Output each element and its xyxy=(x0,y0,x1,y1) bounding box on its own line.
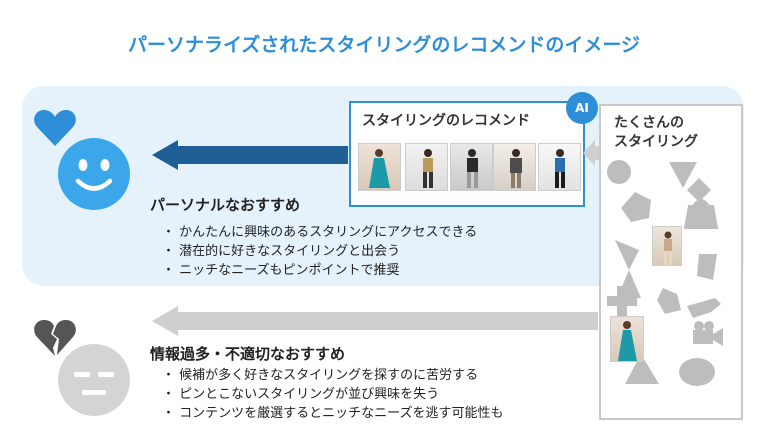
triangle-shape xyxy=(625,354,659,384)
positive-heading: パーソナルなおすすめ xyxy=(150,196,301,214)
recommendation-title: スタイリングのレコメンド xyxy=(362,113,530,129)
triangle-shape xyxy=(615,240,639,270)
negative-bullet: ・ ピンとこないスタイリングが並び興味を失う xyxy=(162,387,440,402)
hexagon-shape xyxy=(657,288,681,314)
negative-bullet: ・ コンテンツを厳選するとニッチなニーズを逃す可能性も xyxy=(162,406,504,421)
circle-shape xyxy=(607,160,631,184)
shoe-icon xyxy=(687,298,721,318)
ai-badge: AI xyxy=(566,92,598,124)
many-stylings-title: たくさんの スタイリング xyxy=(614,115,698,150)
positive-bullet: ・ 潜在的に好きなスタイリングと出会う xyxy=(162,244,401,259)
pentagon-shape xyxy=(621,192,651,222)
outfit-photo[interactable] xyxy=(405,143,448,191)
triangle-shape xyxy=(669,162,697,188)
happy-face-icon xyxy=(58,138,130,210)
outfit-photo[interactable] xyxy=(358,143,401,191)
negative-heading: 情報過多・不適切なおすすめ xyxy=(150,345,346,363)
styling-photo[interactable] xyxy=(610,316,644,362)
diamond-shape xyxy=(687,178,711,202)
outfit-photo[interactable] xyxy=(493,143,536,191)
ellipse-shape xyxy=(679,358,715,386)
positive-bullet: ・ かんたんに興味のあるスタリングにアクセスできる xyxy=(162,225,478,240)
styling-shapes xyxy=(607,160,723,386)
page-title: パーソナライズされたスタイリングのレコメンドのイメージ xyxy=(127,34,641,56)
cross-shape xyxy=(607,286,637,316)
neutral-face-icon xyxy=(58,344,130,416)
positive-bullet: ・ ニッチなニーズもピンポイントで推奨 xyxy=(162,263,400,278)
broken-heart-icon xyxy=(34,320,76,356)
outfit-photo[interactable] xyxy=(538,143,581,191)
camera-icon xyxy=(693,328,723,346)
overload-arrow xyxy=(152,306,598,336)
heart-icon xyxy=(34,110,76,146)
recommend-arrow xyxy=(152,140,348,170)
bag-icon xyxy=(683,199,719,229)
outfit-photo[interactable] xyxy=(450,143,493,191)
quad-shape xyxy=(697,254,717,280)
styling-photo[interactable] xyxy=(652,226,682,266)
negative-bullet: ・ 候補が多く好きなスタイリングを探すのに苦労する xyxy=(162,368,479,383)
